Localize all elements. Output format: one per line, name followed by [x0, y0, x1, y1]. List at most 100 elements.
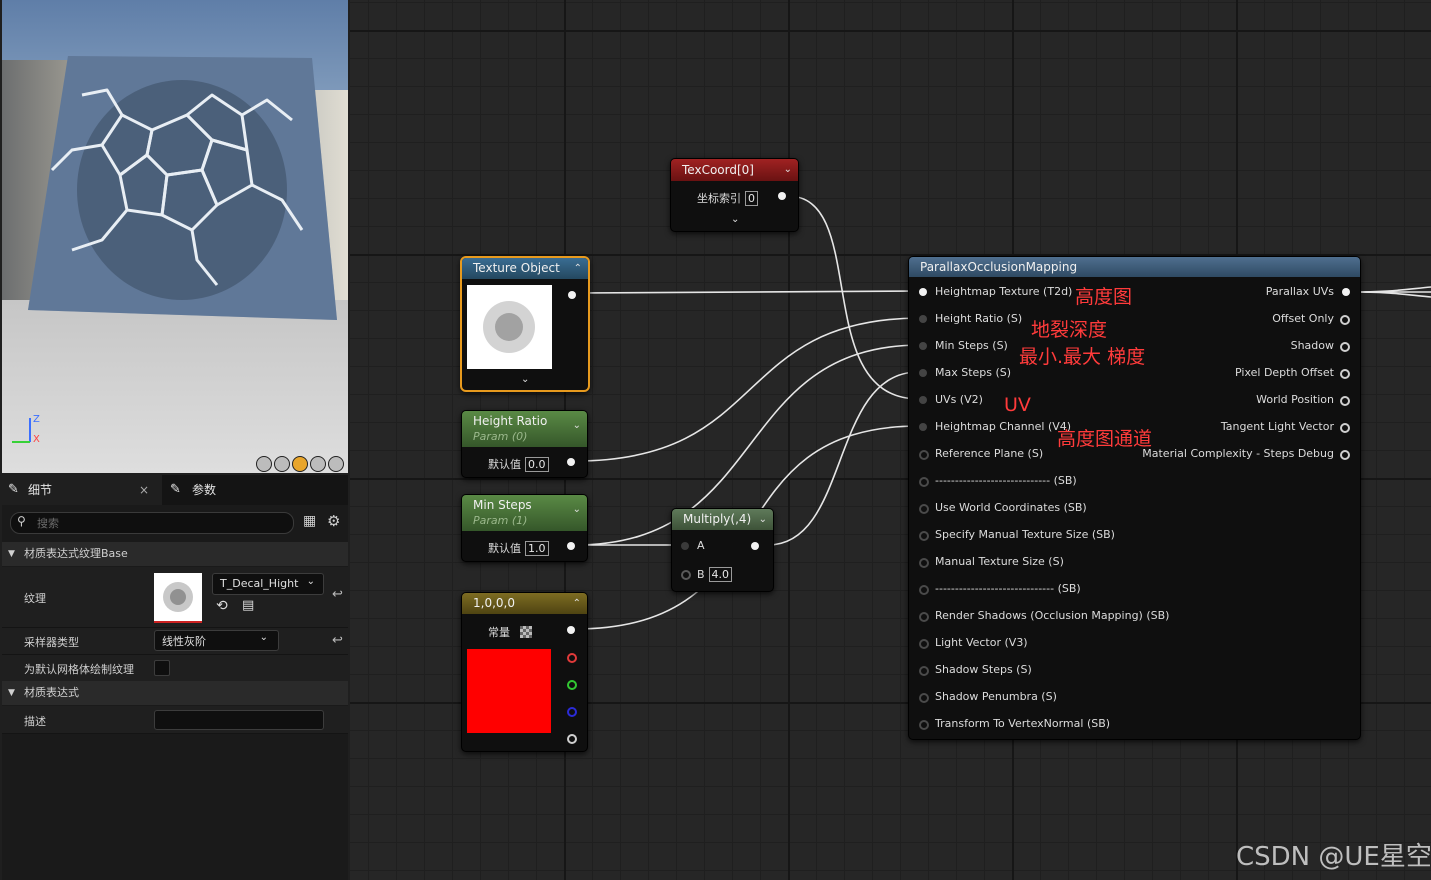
default-mesh-checkbox[interactable] — [154, 660, 170, 676]
pom-input-pin[interactable] — [919, 477, 929, 487]
svg-text:Z: Z — [33, 414, 40, 425]
multiply-input-a-pin[interactable] — [681, 542, 689, 550]
texture-object-node[interactable]: Texture Object ⌃ ⌄ — [460, 256, 590, 392]
pom-input-pin[interactable] — [919, 720, 929, 730]
teapot-preview-button[interactable] — [328, 456, 344, 472]
section-expression-label: 材质表达式 — [24, 686, 79, 699]
pom-input-pin[interactable] — [919, 450, 929, 460]
min-steps-title: Min Steps — [473, 498, 532, 512]
constant-g-output-pin[interactable] — [567, 680, 577, 690]
pom-input-pin[interactable] — [919, 666, 929, 676]
height-ratio-default-input[interactable]: 0.0 — [525, 457, 549, 472]
description-input[interactable] — [154, 710, 324, 730]
chevron-down-icon[interactable]: ⌄ — [731, 214, 740, 225]
multiply-header[interactable]: Multiply(,4) ⌄ — [672, 509, 773, 530]
chevron-down-icon[interactable]: ⌄ — [783, 164, 792, 175]
preview-viewport[interactable]: Z X — [2, 0, 348, 473]
min-steps-output-pin[interactable] — [567, 542, 575, 550]
multiply-output-pin[interactable] — [751, 542, 759, 550]
table-view-icon[interactable]: ▦ — [303, 513, 317, 529]
pom-input-pin[interactable] — [919, 612, 929, 622]
reset-arrow-icon[interactable]: ↩ — [332, 633, 343, 648]
pom-input-label: UVs (V2) — [935, 393, 983, 406]
chevron-up-icon[interactable]: ⌃ — [573, 263, 582, 274]
pom-input-pin[interactable] — [919, 639, 929, 649]
pom-input-pin[interactable] — [919, 369, 927, 377]
section-texture-base[interactable]: ▼ 材质表达式纹理Base — [2, 542, 348, 566]
texcoord-output-pin[interactable] — [778, 192, 786, 200]
close-icon[interactable]: × — [139, 483, 150, 497]
default-mesh-label: 为默认网格体绘制纹理 — [24, 663, 134, 676]
pom-input-pin[interactable] — [919, 315, 927, 323]
annotation-uv: UV — [1004, 394, 1031, 416]
texture-asset-dropdown[interactable]: T_Decal_Hight ⌄ — [212, 573, 324, 595]
find-in-content-icon[interactable]: ▤ — [242, 598, 255, 613]
pom-input-pin[interactable] — [919, 558, 929, 568]
pom-output-pin[interactable] — [1340, 396, 1350, 406]
cylinder-preview-button[interactable] — [256, 456, 272, 472]
pom-input-pin[interactable] — [919, 396, 927, 404]
tab-details[interactable]: ✎ 细节 × — [2, 475, 162, 505]
multiply-input-b-pin[interactable] — [681, 570, 691, 580]
constant-value-row: 常量 — [488, 624, 532, 640]
multiply-b-input[interactable]: 4.0 — [708, 567, 733, 582]
texture-object-title: Texture Object — [473, 261, 560, 275]
constant-vector-node[interactable]: 1,0,0,0 ⌃ 常量 — [461, 592, 588, 752]
constant-a-output-pin[interactable] — [567, 734, 577, 744]
pom-input-pin[interactable] — [919, 342, 927, 350]
pom-output-pin[interactable] — [1340, 369, 1350, 379]
height-ratio-header[interactable]: Height Ratio Param (0) ⌄ — [462, 411, 587, 447]
pom-output-pin[interactable] — [1340, 423, 1350, 433]
texcoord-header[interactable]: TexCoord[0] ⌄ — [671, 159, 798, 181]
sampler-type-dropdown[interactable]: 线性灰阶 ⌄ — [154, 630, 279, 651]
section-expression[interactable]: ▼ 材质表达式 — [2, 681, 348, 705]
pom-node[interactable]: ParallaxOcclusionMapping Heightmap Textu… — [908, 256, 1361, 740]
pom-input-pin[interactable] — [919, 531, 929, 541]
wire-texture-to-heightmap — [574, 290, 924, 294]
chevron-down-icon: ▼ — [8, 688, 15, 698]
browse-asset-icon[interactable]: ⟲ — [216, 598, 228, 614]
pom-output-pin[interactable] — [1342, 288, 1350, 296]
texture-object-output-pin[interactable] — [568, 291, 576, 299]
pom-output-pin[interactable] — [1340, 315, 1350, 325]
texcoord-index-input[interactable]: 0 — [745, 191, 758, 206]
texture-object-header[interactable]: Texture Object ⌃ — [462, 258, 588, 279]
min-steps-default-input[interactable]: 1.0 — [525, 541, 549, 556]
chevron-down-icon[interactable]: ⌄ — [572, 504, 581, 515]
pom-input-pin[interactable] — [919, 423, 927, 431]
reset-arrow-icon[interactable]: ↩ — [332, 587, 343, 602]
plane-preview-button[interactable] — [292, 456, 308, 472]
pom-output-pin[interactable] — [1340, 450, 1350, 460]
min-steps-node[interactable]: Min Steps Param (1) ⌄ 默认值 1.0 — [461, 494, 588, 562]
tab-params[interactable]: ✎ 参数 — [164, 475, 284, 505]
constant-b-output-pin[interactable] — [567, 707, 577, 717]
texture-thumbnail-image — [163, 582, 193, 612]
pom-input-pin[interactable] — [919, 693, 929, 703]
constant-r-output-pin[interactable] — [567, 653, 577, 663]
pom-header[interactable]: ParallaxOcclusionMapping — [909, 257, 1360, 277]
pom-output-pin[interactable] — [1340, 342, 1350, 352]
min-steps-header[interactable]: Min Steps Param (1) ⌄ — [462, 495, 587, 531]
pom-input-pin[interactable] — [919, 288, 927, 296]
chevron-down-icon[interactable]: ⌄ — [521, 374, 530, 385]
sphere-preview-button[interactable] — [274, 456, 290, 472]
pom-input-pin[interactable] — [919, 504, 929, 514]
chevron-down-icon[interactable]: ⌄ — [572, 420, 581, 431]
search-input[interactable]: ⚲ 搜索 — [10, 512, 294, 534]
constant-rgba-output-pin[interactable] — [567, 626, 575, 634]
pom-input-label: Reference Plane (S) — [935, 447, 1044, 460]
chevron-down-icon[interactable]: ⌄ — [758, 514, 767, 525]
constant-header[interactable]: 1,0,0,0 ⌃ — [462, 593, 587, 614]
chevron-up-icon[interactable]: ⌃ — [572, 598, 581, 609]
height-ratio-output-pin[interactable] — [567, 458, 575, 466]
texture-thumbnail[interactable] — [154, 573, 202, 623]
min-steps-default-label: 默认值 — [488, 542, 521, 555]
pom-input-pin[interactable] — [919, 585, 929, 595]
cube-preview-button[interactable] — [310, 456, 326, 472]
gear-icon[interactable]: ⚙ — [327, 512, 341, 530]
